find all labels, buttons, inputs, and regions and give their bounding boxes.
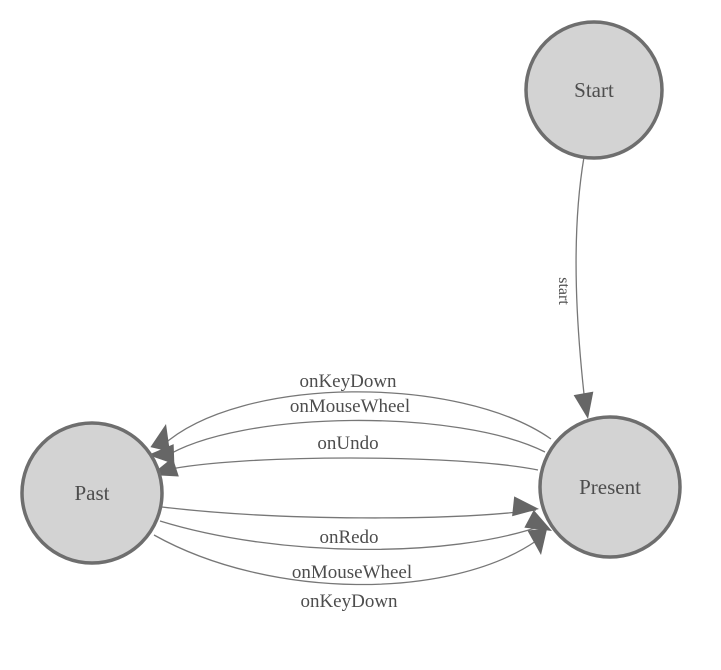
- edge-present-to-past-onkeydown: [161, 391, 552, 447]
- state-node-present[interactable]: Present: [538, 415, 682, 559]
- edge-label-start: start: [555, 277, 572, 305]
- state-circle-start[interactable]: [524, 20, 664, 160]
- edge-past-to-present-onredo: [161, 506, 537, 519]
- edge-label-onkeydown-top: onKeyDown: [299, 371, 397, 392]
- edge-label-onmousewheel-bottom: onMouseWheel: [292, 562, 412, 583]
- edge-past-to-present-onmousewheel: [159, 520, 542, 551]
- arrowhead-past-to-present-1: [512, 496, 539, 517]
- edge-present-to-past-onundo: [165, 457, 539, 471]
- arrowhead-past-to-present-3: [527, 527, 548, 555]
- edge-label-onundo: onUndo: [317, 433, 378, 454]
- arrowhead-present-to-past-1: [150, 424, 170, 452]
- state-node-start[interactable]: Start: [524, 20, 664, 160]
- state-label-present: Present: [579, 475, 641, 499]
- state-label-past: Past: [74, 481, 109, 505]
- edge-past-to-present-onkeydown: [153, 534, 537, 586]
- arrowhead-past-to-present-2: [524, 509, 552, 531]
- edge-label-onredo: onRedo: [319, 527, 378, 548]
- edge-start-to-present: [575, 156, 587, 413]
- state-node-past[interactable]: Past: [20, 421, 164, 565]
- arrowhead-present-to-past-2: [148, 444, 175, 465]
- state-circle-present[interactable]: [538, 415, 682, 559]
- arrowhead-start-to-present: [573, 391, 594, 419]
- edge-present-to-past-onmousewheel: [162, 419, 546, 459]
- state-circle-past[interactable]: [20, 421, 164, 565]
- edge-label-onkeydown-bottom: onKeyDown: [300, 591, 398, 612]
- edge-label-onmousewheel-top: onMouseWheel: [290, 396, 410, 417]
- state-label-start: Start: [574, 78, 614, 102]
